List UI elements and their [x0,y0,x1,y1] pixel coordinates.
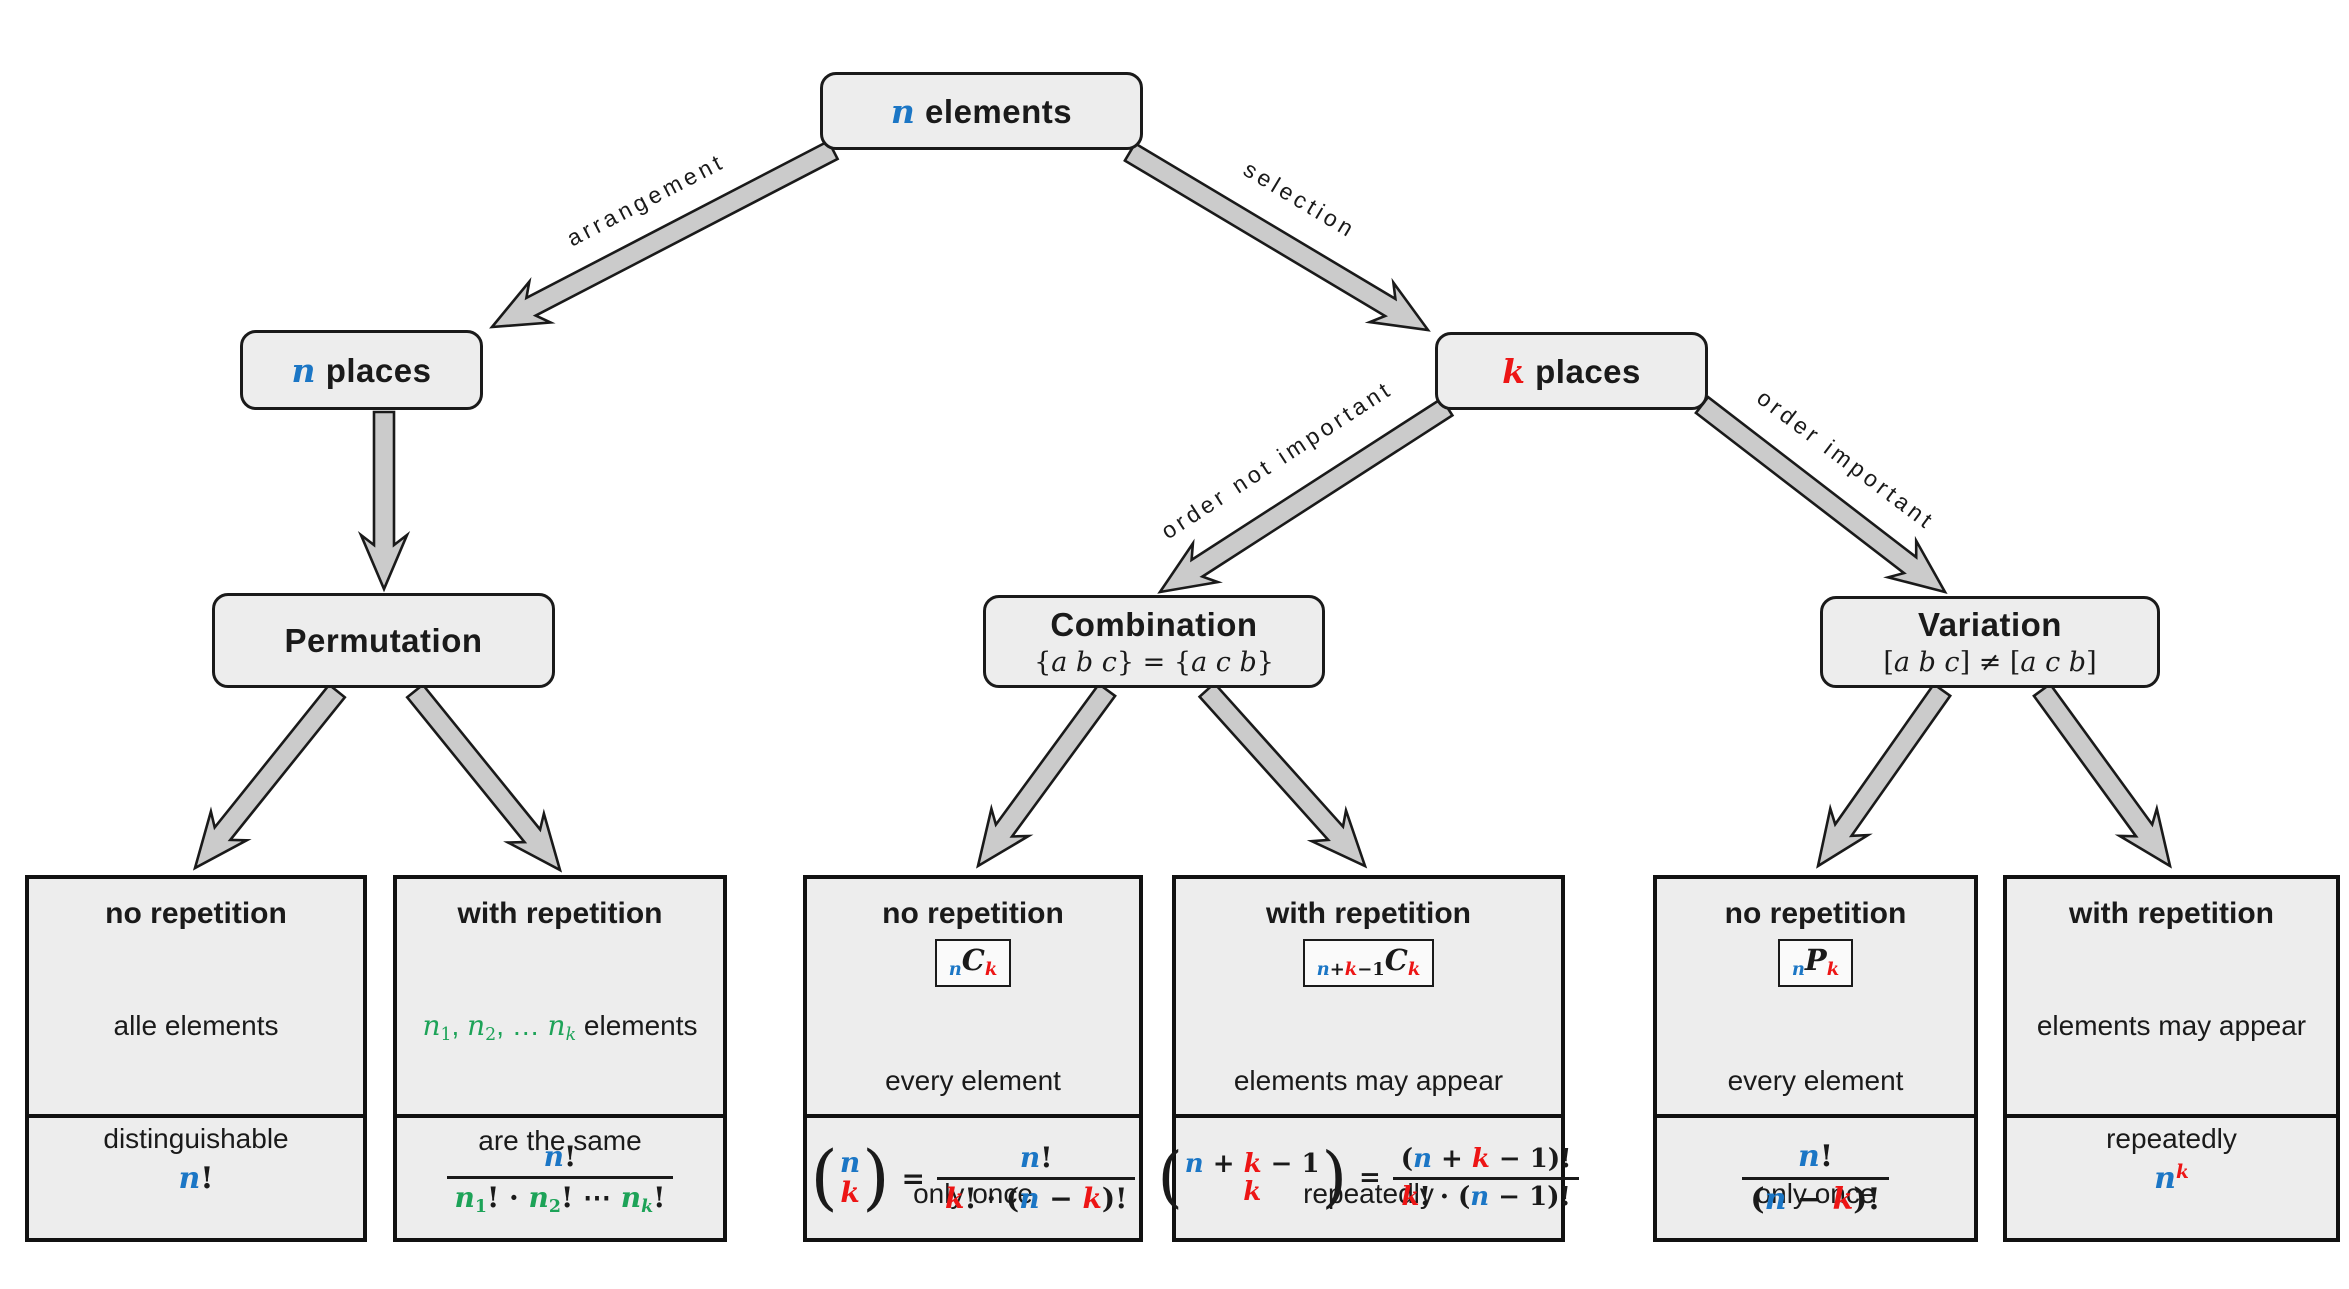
formula-badge-n+k-1Ck: n+k−1Ck [1302,939,1435,987]
card-combination-no-repetition: no repetition nCk every element only onc… [803,875,1143,1242]
card-header: no repetition [1724,897,1907,930]
arrow-permutation-norep [192,682,347,871]
card-description: every element only once [1727,1065,1904,1210]
card-variation-no-repetition: no repetition nPk every element only onc… [1653,875,1978,1242]
equals-sign: = [901,1161,925,1195]
formula-badge-nCk: nCk [934,939,1012,987]
node-subtitle: [a b c] ≠ [a c b] [1883,647,2097,678]
equals-sign: = [1358,1163,1381,1193]
node-permutation: Permutation [212,593,555,688]
node-k-places: k places [1435,332,1708,410]
arrow-order-important [1694,395,1948,595]
card-header: with repetition [2069,897,2274,930]
card-permutation-no-repetition: no repetition alle elements distinguisha… [25,875,367,1242]
arrow-variation-withrep [2032,682,2172,869]
formula-badge-nPk: nPk [1777,939,1854,987]
node-title: n elements [890,91,1073,131]
card-formula: n! [29,1114,363,1238]
card-combination-with-repetition: with repetition n+k−1Ck elements may app… [1157,875,1579,1242]
arrow-combination-withrep [1197,681,1368,869]
card-header: no repetition [882,897,1064,930]
arrow-combination-norep [976,682,1117,869]
node-title: Combination [1050,605,1258,643]
node-subtitle: {a b c} = {a c b} [1034,646,1274,678]
card-header: no repetition [105,897,287,930]
card-formula: ( n k ) = n! k! · (n − k)! [807,1114,1139,1238]
node-variation: Variation [a b c] ≠ [a c b] [1820,596,2160,688]
arrow-arrangement [489,139,840,329]
card-description: elements may appear repeatedly [1233,1065,1504,1210]
node-n-places: n places [240,330,483,410]
arrow-permutation-withrep [405,682,563,873]
node-title: k places [1502,351,1641,391]
node-n-elements: n elements [820,72,1143,150]
card-formula: n! (n − k)! [1657,1114,1974,1238]
arrow-selection [1123,141,1431,332]
card-description: elements may appear repeatedly [2036,1009,2307,1154]
card-description: n1, n2, … nk elements are the same [422,1008,698,1157]
card-permutation-with-repetition: with repetition n1, n2, … nk elements ar… [393,875,727,1242]
card-header: with repetition [1266,897,1471,930]
card-formula: ( n + k − 1 k ) = (n + k − 1)! k! · (n −… [1157,1114,1579,1238]
node-combination: Combination {a b c} = {a c b} [983,595,1325,688]
node-title: Variation [1918,606,2062,643]
node-title: n places [291,350,432,390]
card-header: with repetition [457,897,663,930]
card-formula: nk [2007,1114,2336,1238]
arrow-nplaces-permutation [357,410,411,593]
card-formula: n! n1! · n2! ⋯ nk! [397,1114,723,1238]
arrow-order-not-important [1157,396,1455,594]
card-description: alle elements distinguishable [103,1009,289,1154]
node-title: Permutation [284,621,483,659]
arrow-variation-norep [1816,682,1953,869]
card-description: every element only once [885,1065,1061,1210]
card-variation-with-repetition: with repetition elements may appear repe… [2003,875,2340,1242]
